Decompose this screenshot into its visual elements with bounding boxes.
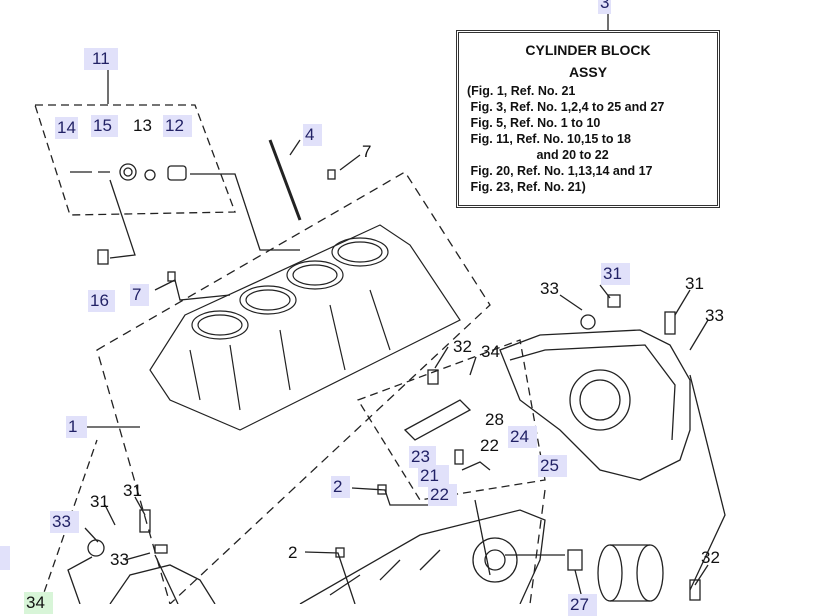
info-line: Fig. 5, Ref. No. 1 to 10 bbox=[467, 116, 601, 130]
ref-28: 28 bbox=[485, 410, 504, 429]
ref-7[interactable]: 7 bbox=[130, 284, 150, 306]
info-title-2: ASSY bbox=[568, 64, 608, 80]
crankcase-cover bbox=[499, 329, 691, 481]
ref-16[interactable]: 16 bbox=[88, 290, 115, 312]
info-line: and 20 to 22 bbox=[467, 148, 609, 162]
ref-12[interactable]: 12 bbox=[163, 115, 192, 137]
info-line: Fig. 11, Ref. No. 10,15 to 18 bbox=[467, 132, 631, 146]
ref-34: 34 bbox=[481, 342, 500, 361]
ref-13: 13 bbox=[133, 116, 152, 135]
ref-1[interactable]: 1 bbox=[66, 416, 88, 438]
ref-33: 33 bbox=[705, 306, 724, 325]
dashed-group-1 bbox=[96, 171, 491, 604]
ref-31: 31 bbox=[123, 481, 142, 500]
info-line: Fig. 23, Ref. No. 21) bbox=[467, 180, 586, 194]
dashed-group-28 bbox=[357, 339, 546, 501]
ref-2[interactable]: 2 bbox=[331, 476, 351, 498]
info-line: (Fig. 1, Ref. No. 21 bbox=[467, 84, 576, 98]
ref-15[interactable]: 15 bbox=[91, 115, 118, 137]
ref-offscreen[interactable] bbox=[0, 546, 10, 570]
ref-11[interactable]: 11 bbox=[84, 48, 118, 70]
ref-24[interactable]: 24 bbox=[508, 426, 537, 448]
oil-filter bbox=[597, 544, 664, 602]
lower-crankcase bbox=[109, 509, 546, 604]
ref-4[interactable]: 4 bbox=[303, 124, 323, 146]
ref-31: 31 bbox=[685, 274, 704, 293]
stud-bolt bbox=[268, 139, 302, 221]
ref-32: 32 bbox=[701, 548, 720, 567]
ref-27[interactable]: 27 bbox=[568, 594, 597, 616]
ref-3[interactable]: 3 bbox=[598, 0, 612, 14]
ref-33[interactable]: 33 bbox=[50, 511, 79, 533]
ref-31: 31 bbox=[90, 492, 109, 511]
ref-31[interactable]: 31 bbox=[601, 263, 630, 285]
ref-14[interactable]: 14 bbox=[55, 117, 78, 139]
ref-23[interactable]: 23 bbox=[409, 446, 436, 468]
ref-34-selected[interactable]: 34 bbox=[24, 592, 53, 614]
ref-7: 7 bbox=[362, 142, 372, 161]
ref-33: 33 bbox=[110, 550, 129, 569]
info-line: Fig. 3, Ref. No. 1,2,4 to 25 and 27 bbox=[467, 100, 665, 114]
ref-25[interactable]: 25 bbox=[538, 455, 567, 477]
ref-32: 32 bbox=[453, 337, 472, 356]
ref-21[interactable]: 21 bbox=[418, 465, 449, 487]
parts-info-box: CYLINDER BLOCK ASSY (Fig. 1, Ref. No. 21… bbox=[456, 30, 720, 208]
info-line: Fig. 20, Ref. No. 1,13,14 and 17 bbox=[467, 164, 653, 178]
ref-22: 22 bbox=[480, 436, 499, 455]
info-title-1: CYLINDER BLOCK bbox=[525, 42, 651, 58]
ref-22[interactable]: 22 bbox=[428, 484, 457, 506]
cylinder-block bbox=[149, 224, 461, 431]
ref-2: 2 bbox=[288, 543, 298, 562]
ref-33: 33 bbox=[540, 279, 559, 298]
dashed-group-11 bbox=[34, 104, 236, 216]
